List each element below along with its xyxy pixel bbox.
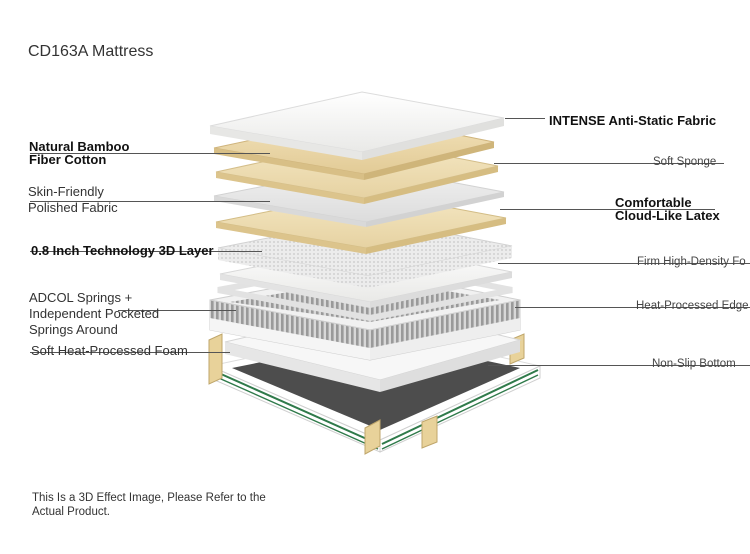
label-3d-layer: 0.8 Inch Technology 3D Layer [31, 243, 214, 258]
label-anti-static-fabric: INTENSE Anti-Static Fabric [549, 113, 717, 128]
label-latex: Comfortable Cloud-Like Latex [615, 195, 720, 223]
label-bamboo-fiber: Natural Bamboo Fiber Cotton [29, 139, 130, 167]
leader-line-bamboo [30, 153, 270, 154]
leader-line-springs [118, 310, 236, 311]
label-heat-edge: Heat-Processed Edge [636, 300, 749, 312]
label-soft-sponge: Soft Sponge [653, 156, 717, 168]
leader-line-3d [30, 251, 262, 252]
label-high-density-foam: Firm High-Density Fo [637, 256, 746, 268]
leader-line-polished [30, 201, 270, 202]
leader-line-heat-foam [30, 352, 230, 353]
leader-line-latex [500, 209, 715, 210]
label-heat-foam: Soft Heat-Processed Foam [31, 343, 188, 358]
page-title: CD163A Mattress [28, 43, 154, 60]
leader-line-heat-edge [515, 307, 750, 308]
label-skin-friendly: Skin-Friendly Polished Fabric [28, 184, 118, 215]
leader-line-sponge [494, 163, 724, 164]
leader-line-high-density [498, 263, 750, 264]
leader-line-non-slip [488, 365, 750, 366]
disclaimer-note: This Is a 3D Effect Image, Please Refer … [32, 492, 266, 518]
leader-line-anti-static [505, 118, 545, 119]
anti-static-fabric-layer [209, 91, 505, 160]
label-springs: ADCOL Springs + Independent Pocketed Spr… [29, 290, 160, 337]
label-non-slip: Non-Slip Bottom [652, 358, 736, 370]
